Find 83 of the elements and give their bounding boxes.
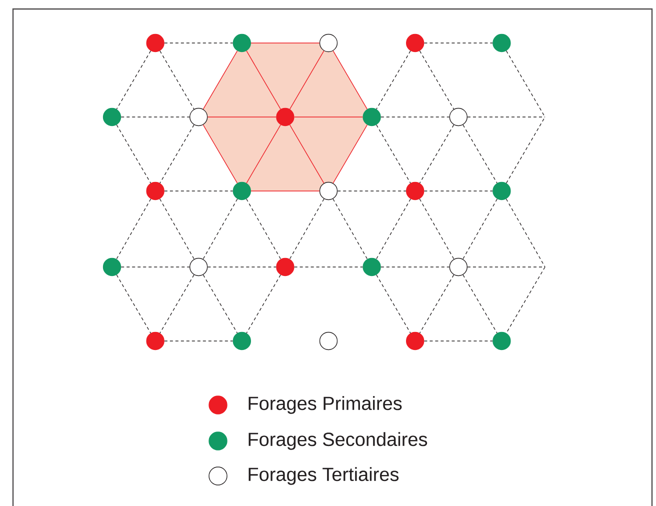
well-dot (276, 108, 294, 126)
well-dot (406, 34, 424, 52)
dashed-line (246, 198, 282, 260)
line (207, 116, 276, 118)
well-dot (102, 108, 122, 126)
dashed-line (337, 190, 406, 192)
dashed-line (202, 198, 238, 260)
well-dot (232, 332, 251, 350)
legend-label: Forages Secondaires (248, 432, 428, 450)
dashed-line (419, 50, 454, 110)
dashed-line (419, 124, 454, 184)
dashed-line (120, 266, 190, 268)
dashed-line (160, 50, 194, 110)
line (202, 50, 238, 110)
well-dot (102, 258, 122, 276)
line (246, 124, 281, 184)
well-dot (190, 258, 208, 276)
dashed-line (164, 190, 234, 192)
dashed-line (294, 266, 364, 268)
line (289, 124, 324, 184)
well-dot (319, 332, 338, 350)
dashed-line (120, 116, 190, 118)
dashed-line (159, 198, 194, 260)
legend-label: Forages Primaires (248, 396, 402, 414)
dashed-line (164, 340, 234, 342)
dashed-line (160, 124, 194, 184)
well-dot (406, 332, 424, 350)
well-dot (492, 332, 511, 350)
dashed-line (376, 198, 411, 260)
well-dot (492, 34, 511, 52)
dashed-line (506, 198, 546, 268)
well-dot (362, 258, 381, 276)
dashed-line (462, 124, 498, 184)
dashed-line (202, 274, 238, 334)
well-dot (406, 182, 424, 200)
well-dot (232, 34, 251, 52)
dashed-line (376, 274, 411, 334)
dashed-line (207, 266, 276, 268)
dashed-line (424, 340, 493, 342)
dashed-line (419, 198, 454, 260)
well-dot (362, 108, 381, 126)
well-dot (449, 258, 468, 276)
dashed-line (424, 190, 493, 192)
dashed-line (289, 198, 324, 260)
dashed-line (332, 198, 368, 260)
dashed-line (424, 42, 493, 44)
dashed-line (376, 124, 411, 184)
well-dot (146, 34, 164, 52)
line (250, 42, 320, 44)
well-dot (492, 182, 511, 200)
dashed-line (506, 50, 546, 118)
dashed-line (116, 50, 152, 110)
dashed-line (506, 116, 546, 184)
line (332, 50, 368, 110)
well-dot (190, 108, 208, 126)
line (294, 116, 364, 118)
dashed-line (462, 198, 498, 260)
dashed-line (380, 116, 450, 118)
dashed-line (160, 274, 194, 334)
well-dot (276, 258, 294, 276)
line (246, 50, 281, 110)
line (202, 124, 238, 184)
well-dot (449, 108, 468, 126)
dashed-line (506, 266, 546, 334)
line (332, 124, 368, 184)
dashed-line (116, 198, 152, 260)
dashed-line (164, 42, 234, 44)
dashed-line (376, 50, 411, 110)
dashed-line (419, 274, 454, 334)
dashed-line (246, 274, 281, 334)
dashed-line (462, 274, 498, 334)
line (289, 50, 324, 110)
well-dot (319, 34, 338, 52)
well-dot (146, 332, 164, 350)
well-dot (146, 182, 164, 200)
well-dot (232, 182, 251, 200)
line (250, 190, 320, 192)
dashed-line (116, 274, 152, 334)
legend-label: Forages Tertiaires (248, 467, 399, 485)
dashed-line (467, 116, 546, 118)
dashed-line (380, 266, 450, 268)
well-dot (319, 182, 338, 200)
dashed-line (116, 124, 152, 184)
